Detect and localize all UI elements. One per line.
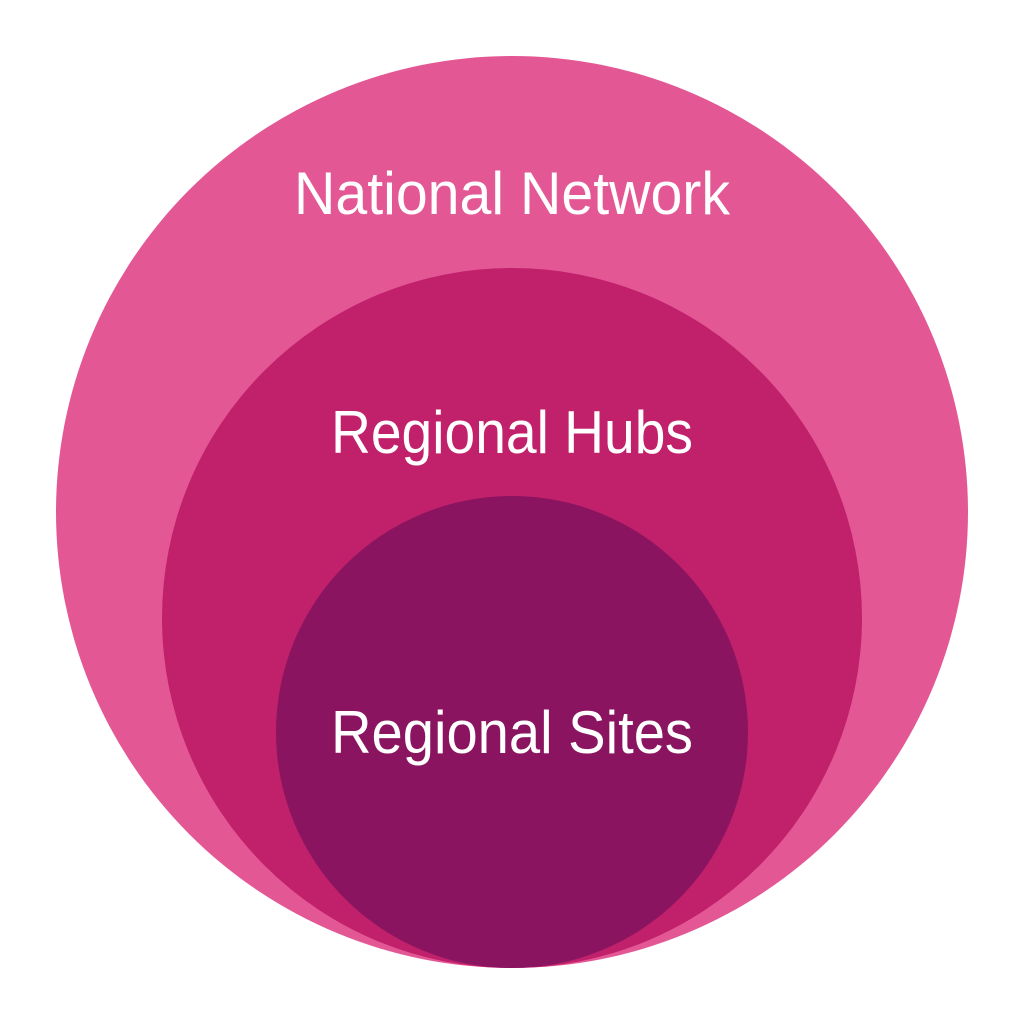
label-regional-sites: Regional Sites bbox=[331, 699, 693, 766]
label-regional-hubs: Regional Hubs bbox=[331, 399, 693, 466]
label-national-network: National Network bbox=[294, 160, 731, 227]
circle-regional-sites bbox=[276, 496, 748, 968]
